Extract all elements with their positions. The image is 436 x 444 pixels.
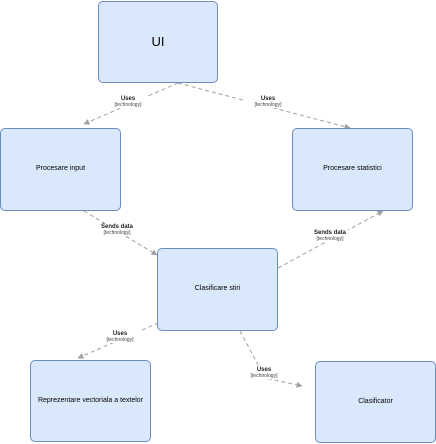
- node-procesare-statistici-label: Procesare statistici: [323, 165, 382, 173]
- node-procesare-statistici[interactable]: Procesare statistici: [292, 128, 413, 211]
- node-reprezentare-vectoriala-label: Reprezentare vectoriala a textelor: [37, 396, 144, 404]
- node-procesare-input-label: Procesare input: [35, 165, 86, 173]
- edge-label-clasificare-to-clasificator-tech: [technology]: [250, 372, 278, 379]
- edge-label-input-to-clasificare-tech: [technology]: [103, 229, 131, 236]
- edge-label-input-to-clasificare: Sends data [technology]: [92, 224, 142, 237]
- edge-clasificare-to-clasificator: [239, 330, 303, 388]
- edge-label-ui-to-input: Uses [technology]: [103, 96, 153, 109]
- node-ui-label: UI: [151, 33, 165, 49]
- node-reprezentare-vectoriala[interactable]: Reprezentare vectoriala a textelor: [30, 360, 151, 442]
- node-clasificator-label: Clasificator: [358, 397, 393, 405]
- edge-label-clasificare-to-reprezentare: Uses [technology]: [95, 331, 145, 344]
- edge-label-clasificare-to-statistici: Sends data [technology]: [305, 230, 355, 243]
- node-clasificare-stiri[interactable]: Clasificare stiri: [157, 248, 278, 331]
- node-clasificare-stiri-label: Clasificare stiri: [194, 285, 241, 293]
- node-procesare-input[interactable]: Procesare input: [0, 128, 121, 211]
- edge-label-clasificare-to-clasificator: Uses [technology]: [238, 367, 290, 380]
- edge-label-clasificare-to-reprezentare-rel: Uses: [112, 331, 128, 337]
- edge-label-ui-to-input-rel: Uses: [120, 96, 136, 102]
- edge-label-ui-to-statistici-rel: Uses: [260, 96, 276, 102]
- node-ui[interactable]: UI: [98, 1, 218, 83]
- edge-label-ui-to-input-tech: [technology]: [114, 101, 142, 108]
- edge-label-clasificare-to-statistici-rel: Sends data: [313, 230, 346, 236]
- edge-label-clasificare-to-statistici-tech: [technology]: [316, 235, 344, 242]
- node-clasificator[interactable]: Clasificator: [315, 361, 436, 443]
- edge-label-input-to-clasificare-rel: Sends data: [100, 224, 133, 230]
- edge-label-clasificare-to-clasificator-rel: Uses: [256, 367, 272, 373]
- edge-label-ui-to-statistici: Uses [technology]: [243, 96, 293, 109]
- edge-label-ui-to-statistici-tech: [technology]: [254, 101, 282, 108]
- edge-label-clasificare-to-reprezentare-tech: [technology]: [106, 336, 134, 343]
- edge-clasificare-to-reprezentare: [77, 319, 166, 359]
- edge-ui-to-statistici: [177, 82, 351, 130]
